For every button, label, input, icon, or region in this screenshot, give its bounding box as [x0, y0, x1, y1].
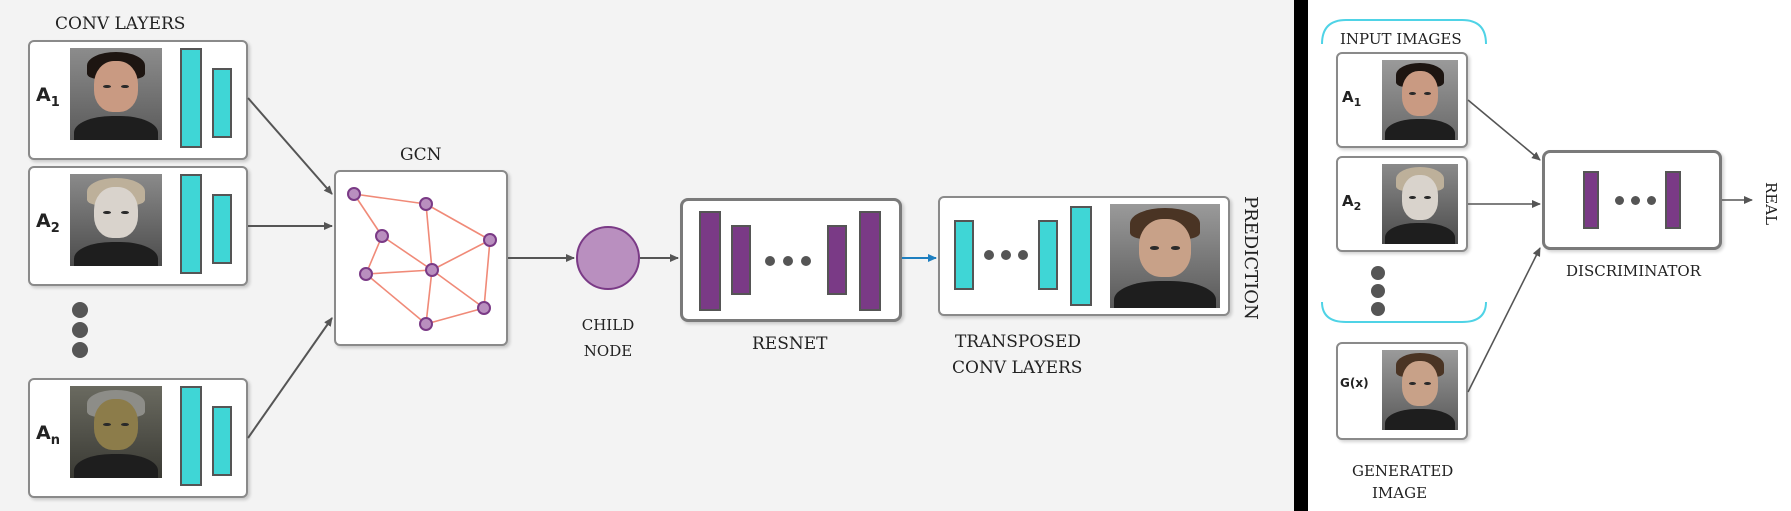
gcn-label: GCN [400, 145, 442, 165]
generated-image-box: G(x) [1336, 342, 1468, 440]
discriminator-label: DISCRIMINATOR [1566, 262, 1701, 280]
input-images-label: INPUT IMAGES [1340, 30, 1462, 48]
face-image-an [70, 386, 162, 478]
generated-label-line1: GENERATED [1352, 462, 1454, 480]
face-image-a2 [70, 174, 162, 266]
predicted-face-image [1110, 204, 1220, 308]
transposed-label-line2: CONV LAYERS [952, 358, 1083, 378]
disc-input-label-a2: A2 [1342, 192, 1362, 213]
resnet-label: RESNET [752, 334, 828, 354]
gcn-node [347, 187, 361, 201]
gcn-node [419, 197, 433, 211]
ellipsis-dot [72, 322, 88, 338]
ellipsis-dot [72, 302, 88, 318]
disc-input-box-a2: A2 [1336, 156, 1468, 252]
arrow-a1-to-gcn [247, 97, 333, 195]
conv-layers-title: CONV LAYERS [55, 14, 186, 34]
arrow-disc-a1 [1467, 99, 1541, 161]
generated-face-image [1382, 350, 1458, 430]
conv-bar-large [180, 174, 202, 274]
input-images-top-bracket [1321, 19, 1487, 45]
tconv-ellipsis-dot [1018, 250, 1028, 260]
tconv-bar-large [1070, 206, 1092, 306]
disc-ellipsis-dot [1371, 266, 1385, 280]
child-node-label-line1: CHILD [581, 316, 635, 334]
input-label-a1: A1 [36, 84, 60, 110]
transposed-label-line1: TRANSPOSED [955, 332, 1081, 352]
generated-label-line2: IMAGE [1372, 484, 1428, 502]
face-image-a1 [70, 48, 162, 140]
disc-ellipsis-dot [1371, 284, 1385, 298]
input-box-a1: A1 [28, 40, 248, 160]
resnet-bar-outer-right [859, 211, 881, 311]
tconv-ellipsis-dot [984, 250, 994, 260]
transposed-conv-box [938, 196, 1230, 316]
disc-box-ellipsis-dot [1647, 196, 1656, 205]
input-images-bottom-bracket [1321, 301, 1487, 323]
disc-bar-right [1665, 171, 1681, 229]
gcn-node [483, 233, 497, 247]
disc-input-box-a1: A1 [1336, 52, 1468, 148]
disc-face-image-a1 [1382, 60, 1458, 140]
conv-bar-small [212, 68, 232, 138]
conv-bar-large [180, 386, 202, 486]
resnet-box [680, 198, 902, 322]
conv-bar-small [212, 194, 232, 264]
discriminator-box [1542, 150, 1722, 250]
arrow-an-to-gcn [247, 317, 333, 439]
tconv-bar-small-left [954, 220, 974, 290]
disc-box-ellipsis-dot [1631, 196, 1640, 205]
disc-box-ellipsis-dot [1615, 196, 1624, 205]
gcn-node [425, 263, 439, 277]
child-node-circle [576, 226, 640, 290]
resnet-ellipsis-dot [801, 256, 811, 266]
tconv-ellipsis-dot [1001, 250, 1011, 260]
gcn-node [375, 229, 389, 243]
real-label: REAL [1762, 182, 1780, 226]
gcn-node [477, 301, 491, 315]
resnet-bar-inner-left [731, 225, 751, 295]
resnet-bar-outer-left [699, 211, 721, 311]
gcn-node [359, 267, 373, 281]
input-box-a2: A2 [28, 166, 248, 286]
ellipsis-dot [72, 342, 88, 358]
generated-box-label: G(x) [1340, 376, 1369, 390]
gcn-graph-edges [353, 193, 491, 325]
tconv-bar-small-right [1038, 220, 1058, 290]
disc-ellipsis-dot [1371, 302, 1385, 316]
resnet-bar-inner-right [827, 225, 847, 295]
input-label-a2: A2 [36, 210, 60, 236]
input-box-an: An [28, 378, 248, 498]
resnet-ellipsis-dot [765, 256, 775, 266]
disc-input-label-a1: A1 [1342, 88, 1362, 109]
prediction-label: PREDICTION [1240, 196, 1261, 320]
gcn-graph-nodes [347, 187, 497, 331]
input-label-an: An [36, 422, 60, 448]
conv-bar-large [180, 48, 202, 148]
disc-face-image-a2 [1382, 164, 1458, 244]
panel-divider [1294, 0, 1308, 511]
resnet-ellipsis-dot [783, 256, 793, 266]
disc-bar-left [1583, 171, 1599, 229]
conv-bar-small [212, 406, 232, 476]
child-node-label-line2: NODE [583, 342, 633, 360]
gcn-node [419, 317, 433, 331]
arrow-disc-generated [1467, 247, 1541, 393]
